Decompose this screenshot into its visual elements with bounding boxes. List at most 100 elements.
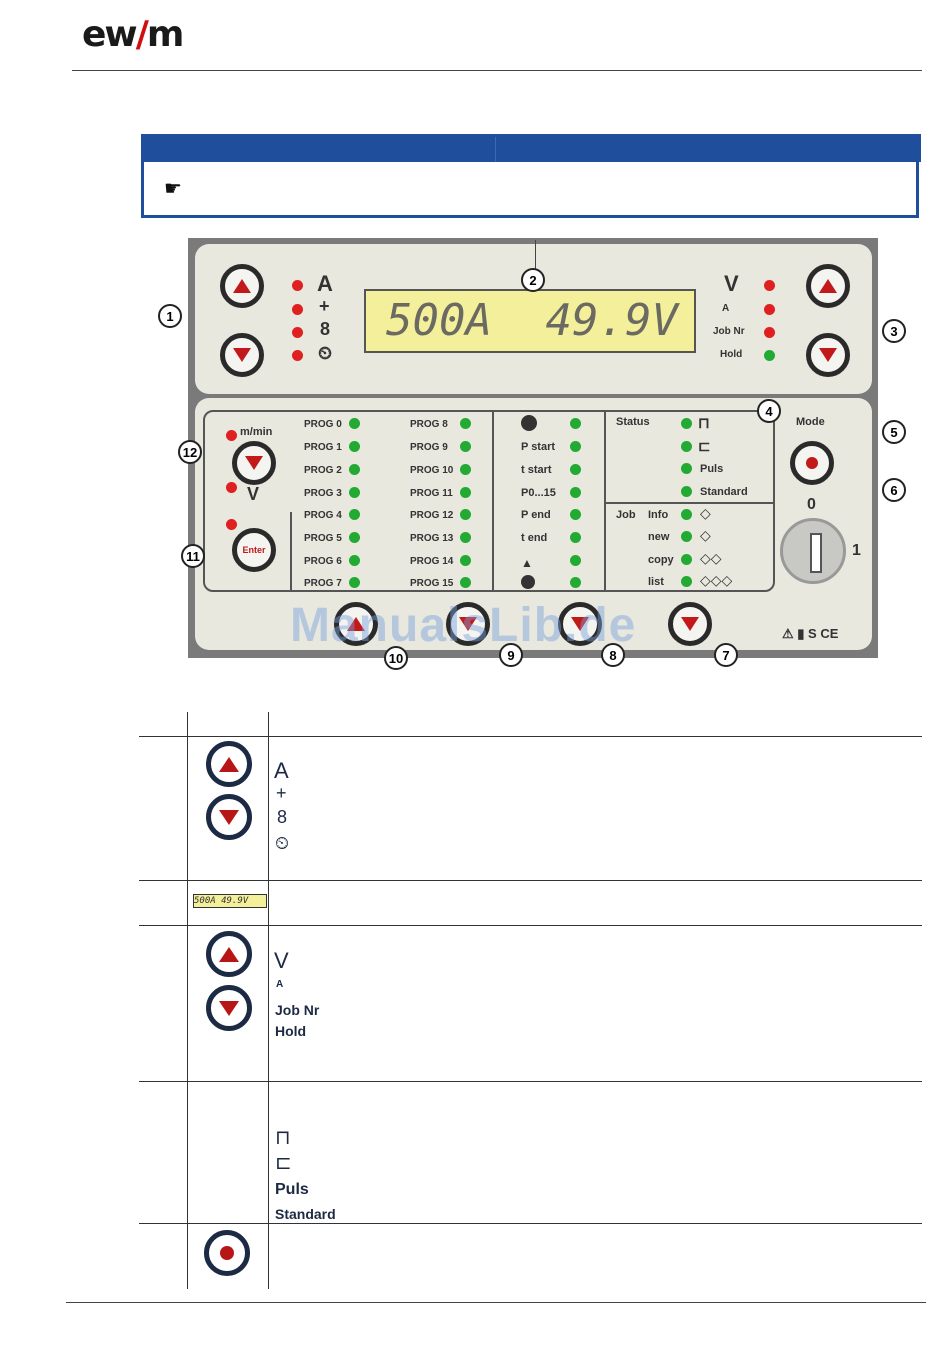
led-prog: [460, 577, 471, 588]
up-button-icon: [206, 931, 252, 977]
arrow-down-icon: [219, 809, 239, 825]
callout-5: 5: [882, 420, 906, 444]
led-job: [681, 576, 692, 587]
callout-6: 6: [882, 478, 906, 502]
led-prog: [460, 487, 471, 498]
key-switch[interactable]: [780, 518, 846, 584]
program-frame: [203, 410, 775, 592]
callout-4: 4: [757, 399, 781, 423]
mode-button[interactable]: [790, 441, 834, 485]
bottom-button-10[interactable]: [334, 602, 378, 646]
right-up-button[interactable]: [806, 264, 850, 308]
arrow-up-icon: [233, 279, 251, 293]
arrow-down-icon: [245, 456, 263, 470]
four-stroke-icon: ⊏: [698, 438, 711, 455]
two-stroke-icon: ⊓: [698, 415, 710, 432]
hold-label: Hold: [275, 1023, 307, 1039]
led-prog: [460, 441, 471, 452]
job-nr-label: Job Nr: [275, 1002, 320, 1018]
current-ia-label: A: [722, 303, 730, 314]
prog-label: PROG 4: [304, 510, 342, 521]
table-divider: [139, 880, 922, 881]
led-prog: [460, 418, 471, 429]
led-param: [570, 464, 581, 475]
enter-button[interactable]: Enter: [232, 528, 276, 572]
job-copy-icon: ◇◇: [700, 550, 722, 566]
prog-label: PROG 6: [304, 556, 342, 567]
status-label: Puls: [700, 463, 724, 475]
led-prog: [349, 441, 360, 452]
header-rule: [72, 70, 922, 71]
table-divider: [139, 925, 922, 926]
job-nr-label: Job Nr: [713, 326, 745, 337]
certification-marks-icon: ⚠ ▮ S CE: [782, 626, 839, 641]
prog-label: PROG 13: [410, 533, 454, 544]
arrow-down-icon: [681, 617, 699, 631]
four-stroke-icon: ⊏: [275, 1152, 292, 1174]
param-label: t end: [521, 532, 548, 544]
right-down-button[interactable]: [806, 333, 850, 377]
down-button-icon: [206, 985, 252, 1031]
prog-label: PROG 15: [410, 578, 454, 589]
frame-divider: [492, 410, 494, 592]
logo-text-end: m: [146, 14, 184, 55]
footer-rule: [66, 1302, 926, 1303]
table-divider: [187, 712, 188, 1289]
wire-feed-symbol: +: [276, 783, 287, 803]
table-divider: [139, 1223, 922, 1224]
wire-feed-symbol: +: [319, 296, 330, 316]
led-status: [681, 441, 692, 452]
prog-label: PROG 3: [304, 488, 342, 499]
burnback-icon: ▲: [521, 556, 533, 570]
job-new-icon: ◇: [700, 527, 711, 543]
led-prog: [349, 487, 360, 498]
led-current: [292, 280, 303, 291]
arrow-down-icon: [233, 348, 251, 362]
prog-label: PROG 1: [304, 442, 342, 453]
note-header-divider: [495, 134, 496, 162]
job-label: Info: [648, 509, 669, 521]
display-leader-line: [535, 240, 536, 290]
watermark: ManualsLib.de: [290, 599, 637, 652]
led-job: [681, 554, 692, 565]
panel-lower-section: [195, 398, 872, 650]
arrow-up-icon: [347, 617, 365, 631]
bottom-button-7[interactable]: [668, 602, 712, 646]
led-param: [570, 532, 581, 543]
table-divider: [139, 1081, 922, 1082]
led-prog: [460, 464, 471, 475]
job-label: list: [648, 576, 664, 588]
led-job: [681, 509, 692, 520]
hold-label: Hold: [720, 349, 743, 360]
thickness-symbol: 8: [320, 319, 331, 339]
param-label: t start: [521, 464, 552, 476]
led-prog: [460, 509, 471, 520]
led-status: [681, 486, 692, 497]
mmin-label: m/min: [240, 426, 273, 438]
led-current-ia: [764, 304, 775, 315]
led-prog: [349, 532, 360, 543]
prog-label: PROG 10: [410, 465, 454, 476]
job-label: new: [648, 531, 670, 543]
callout-8: 8: [601, 643, 625, 667]
param-label: P start: [521, 441, 556, 453]
led-param: [570, 441, 581, 452]
enter-label: Enter: [242, 545, 266, 555]
arrow-down-icon: [819, 348, 837, 362]
led-prog: [349, 464, 360, 475]
prog-label: PROG 8: [410, 419, 448, 430]
table-divider: [268, 712, 269, 1289]
prog-label: PROG 12: [410, 510, 454, 521]
led-param: [570, 418, 581, 429]
bottom-button-9[interactable]: [446, 602, 490, 646]
arrow-down-icon: [219, 1000, 239, 1016]
parameter-select-button[interactable]: [232, 441, 276, 485]
prog-label: PROG 5: [304, 533, 342, 544]
callout-9: 9: [499, 643, 523, 667]
bottom-button-8[interactable]: [558, 602, 602, 646]
led-param: [570, 577, 581, 588]
left-down-button[interactable]: [220, 333, 264, 377]
voltage-symbol: V: [724, 271, 739, 296]
left-up-button[interactable]: [220, 264, 264, 308]
led-hold: [764, 350, 775, 361]
